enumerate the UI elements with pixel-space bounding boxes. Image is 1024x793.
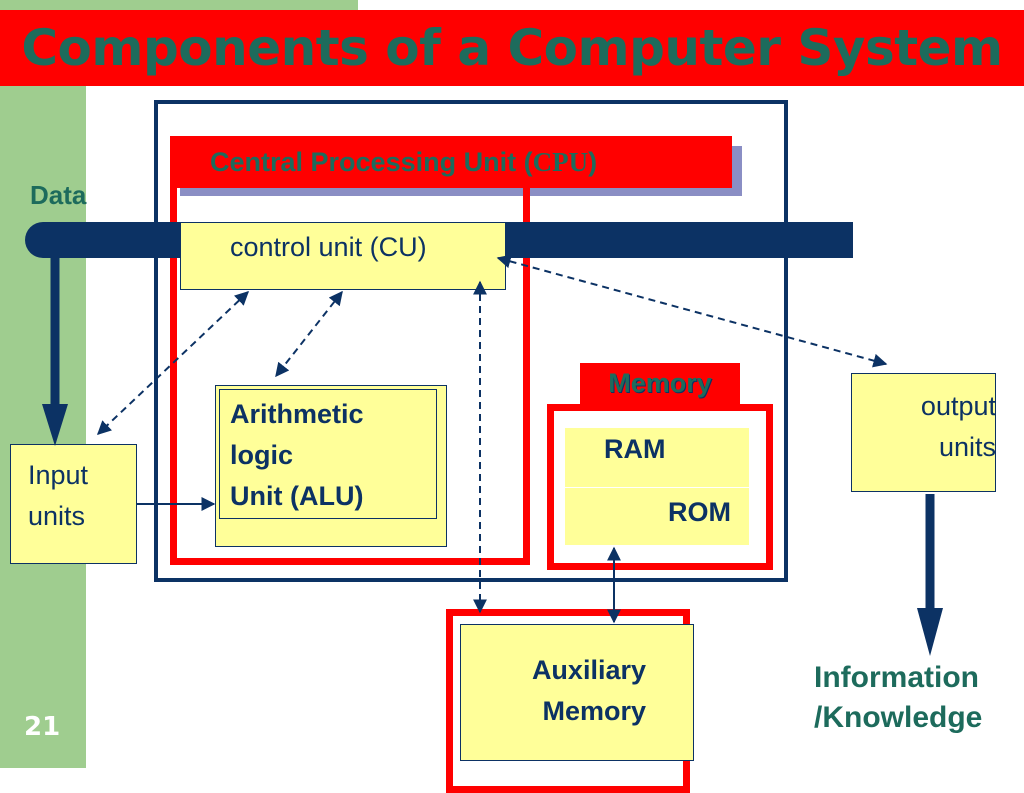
cpu-label: Central Processing Unit (CPU) bbox=[210, 136, 730, 188]
rom-label: ROM bbox=[668, 497, 731, 527]
data-to-input-arrowhead bbox=[42, 404, 68, 446]
side-band bbox=[0, 0, 86, 768]
auxiliary-memory-line-2: Memory bbox=[542, 696, 646, 726]
input-units-line-1: Input bbox=[28, 460, 89, 490]
rom-cell bbox=[565, 488, 749, 545]
information-line-2: /Knowledge bbox=[814, 701, 983, 734]
information-label: Information /Knowledge bbox=[814, 658, 982, 738]
input-units-label: Input units bbox=[28, 455, 88, 537]
information-line-1: Information bbox=[814, 661, 979, 694]
cu-output-dashed-arrow bbox=[496, 254, 888, 368]
cpu-label-abbr: CPU bbox=[532, 147, 589, 177]
connector-arrows bbox=[42, 250, 943, 656]
output-to-info-arrowhead bbox=[917, 608, 943, 656]
output-units-line-2: units bbox=[938, 432, 996, 462]
cpu-header bbox=[170, 136, 732, 188]
cu-alu-dashed-arrow bbox=[275, 290, 343, 378]
memory-label: Memory bbox=[608, 368, 712, 398]
input-units-box bbox=[10, 444, 137, 564]
control-unit-label: control unit (CU) bbox=[230, 232, 427, 262]
ram-cell bbox=[565, 428, 749, 488]
control-unit-box bbox=[180, 222, 506, 290]
output-units-box bbox=[851, 373, 996, 492]
output-units-line-1: output bbox=[920, 391, 996, 421]
alu-inner-box bbox=[219, 389, 437, 519]
alu-line-1: Arithmetic bbox=[230, 399, 364, 429]
top-band bbox=[0, 0, 358, 10]
auxiliary-memory-line-1: Auxiliary bbox=[531, 655, 646, 685]
alu-line-3: Unit (ALU) bbox=[230, 481, 364, 511]
data-label: Data bbox=[30, 180, 87, 210]
cpu-label-suffix: ) bbox=[588, 147, 598, 177]
auxiliary-memory-box bbox=[460, 624, 694, 761]
cpu-label-prefix: Central Processing Unit ( bbox=[210, 147, 533, 177]
auxiliary-memory-label: Auxiliary Memory bbox=[460, 650, 646, 732]
slide-title: Components of a Computer System bbox=[21, 19, 1003, 77]
alu-label: Arithmetic logic Unit (ALU) bbox=[230, 394, 364, 517]
alu-line-2: logic bbox=[230, 440, 294, 470]
input-units-line-2: units bbox=[28, 501, 86, 531]
output-units-label: output units bbox=[851, 386, 996, 468]
title-bar bbox=[0, 10, 1024, 86]
cu-input-dashed-arrow bbox=[96, 291, 250, 435]
memory-header bbox=[580, 363, 740, 411]
ram-label: RAM bbox=[604, 434, 666, 464]
slide-number: 21 bbox=[24, 712, 61, 742]
